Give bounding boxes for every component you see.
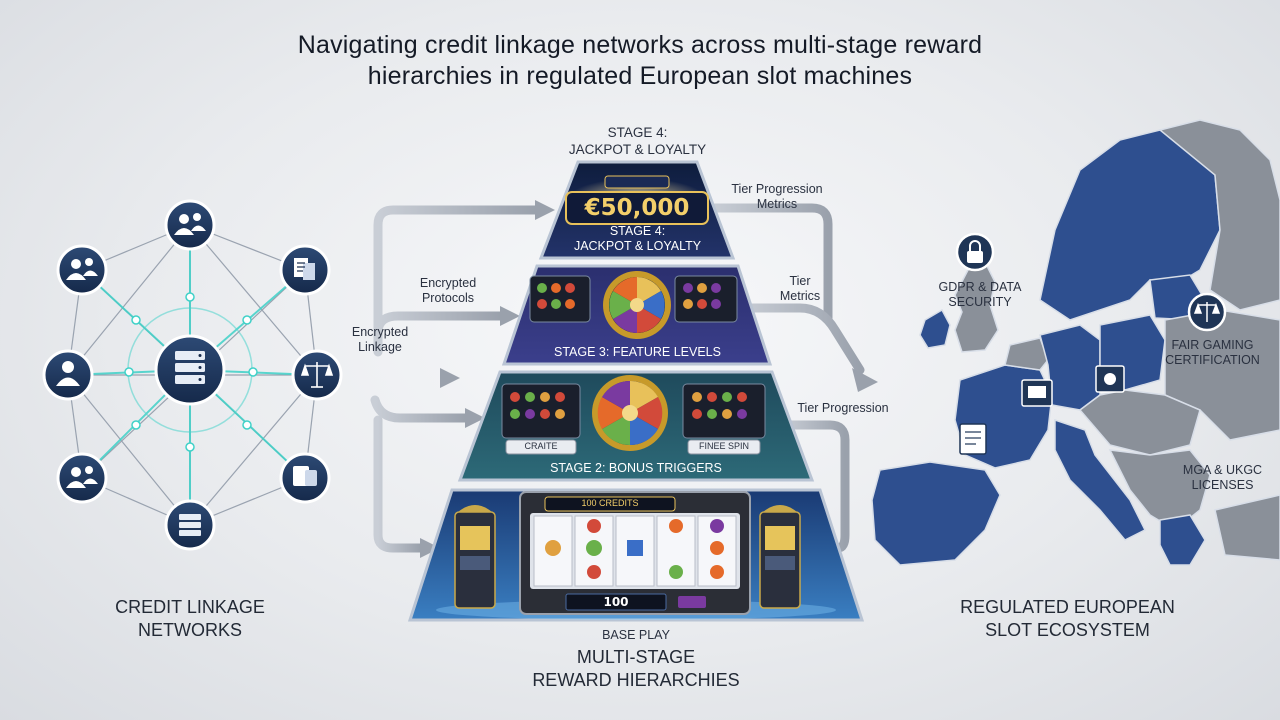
scales-icon xyxy=(1193,302,1221,322)
network-node-regulation[interactable] xyxy=(291,349,343,401)
stage3-left-reels xyxy=(537,283,575,309)
tier-stage-2[interactable] xyxy=(457,370,815,482)
network-node-documents[interactable] xyxy=(279,244,331,296)
map-marker-shield xyxy=(1095,365,1125,393)
tier-base-play[interactable] xyxy=(407,488,865,622)
tier-metrics-label: Tier Metrics xyxy=(779,274,821,303)
credit-meter: 100 xyxy=(603,595,629,609)
regulated-ecosystem-label: REGULATED EUROPEAN SLOT ECOSYSTEM xyxy=(960,597,1175,640)
tier-progression-label: Tier Progression xyxy=(797,401,889,415)
flow-arrows-right xyxy=(707,203,865,553)
base-play-label: BASE PLAY xyxy=(602,628,670,642)
stage2-label: STAGE 2: BONUS TRIGGERS xyxy=(550,461,722,475)
scales-icon xyxy=(300,362,334,388)
stage2-right-reels xyxy=(692,392,747,419)
slot-cabinet-left xyxy=(454,505,496,609)
users-icon xyxy=(174,213,206,235)
stage2-left-reels xyxy=(510,392,565,419)
user-icon xyxy=(56,361,80,386)
encrypted-protocols-label: Encrypted Protocols xyxy=(419,276,477,305)
slot-machine-main[interactable] xyxy=(519,491,751,615)
map-marker-document xyxy=(959,423,987,455)
stage2-left-button[interactable]: CRAITE xyxy=(524,441,558,451)
network-node-users-top[interactable] xyxy=(164,199,216,251)
credits-display: 100 CREDITS xyxy=(581,498,639,508)
reward-hierarchies-label: MULTI-STAGE REWARD HIERARCHIES xyxy=(532,647,740,690)
network-hub-node[interactable] xyxy=(154,334,226,406)
network-node-users-lower-left[interactable] xyxy=(56,452,108,504)
map-marker-computer xyxy=(1021,379,1053,407)
reels xyxy=(533,515,737,587)
network-node-users-upper-left[interactable] xyxy=(56,244,108,296)
stage3-right-reels xyxy=(683,283,721,309)
jackpot-amount: €50,000 xyxy=(584,195,690,221)
fair-gaming-label: FAIR GAMING CERTIFICATION xyxy=(1165,338,1260,367)
title-line-1: Navigating credit linkage networks acros… xyxy=(297,31,983,59)
document-icon xyxy=(959,423,987,455)
credit-network-label: CREDIT LINKAGE NETWORKS xyxy=(115,597,265,640)
server-icon xyxy=(175,351,205,384)
network-node-server-bottom[interactable] xyxy=(164,499,216,551)
shield-icon xyxy=(1104,373,1116,385)
gdpr-label: GDPR & DATA SECURITY xyxy=(938,280,1022,309)
tier-progression-metrics-label: Tier Progression Metrics xyxy=(731,182,823,211)
slot-cabinet-right xyxy=(759,505,801,609)
gdpr-node[interactable] xyxy=(955,232,995,272)
users-icon xyxy=(66,258,98,280)
server-icon xyxy=(179,514,201,536)
network-node-user-left[interactable] xyxy=(42,349,94,401)
page-title: Navigating credit linkage networks acros… xyxy=(0,30,1280,92)
bonus-wheel xyxy=(597,380,663,446)
stage4-top-caption: STAGE 4: JACKPOT & LOYALTY xyxy=(568,125,707,157)
arrow-heads-left xyxy=(420,200,555,558)
title-line-2: hierarchies in regulated European slot m… xyxy=(367,62,913,90)
network-junctions xyxy=(124,292,258,452)
database-icon xyxy=(293,466,317,486)
documents-icon xyxy=(294,258,315,280)
stage4-label: STAGE 4: JACKPOT & LOYALTY xyxy=(573,224,702,253)
stage3-label: STAGE 3: FEATURE LEVELS xyxy=(554,345,721,359)
pyramid xyxy=(407,160,865,622)
encrypted-linkage-label: Encrypted Linkage xyxy=(351,325,409,354)
mga-ukgc-label: MGA & UKGC LICENSES xyxy=(1182,463,1263,492)
fair-gaming-node[interactable] xyxy=(1187,292,1227,332)
lock-icon xyxy=(967,240,983,263)
stage2-right-button[interactable]: FINEE SPIN xyxy=(698,441,749,451)
network-node-database[interactable] xyxy=(279,452,331,504)
tier-stage-3[interactable] xyxy=(501,264,773,366)
users-icon xyxy=(66,466,98,488)
flow-arrows-left xyxy=(337,205,540,553)
feature-wheel xyxy=(609,277,665,333)
tier-stage-4[interactable] xyxy=(538,160,736,260)
monitor-icon xyxy=(1028,386,1046,398)
europe-map xyxy=(871,119,1280,566)
